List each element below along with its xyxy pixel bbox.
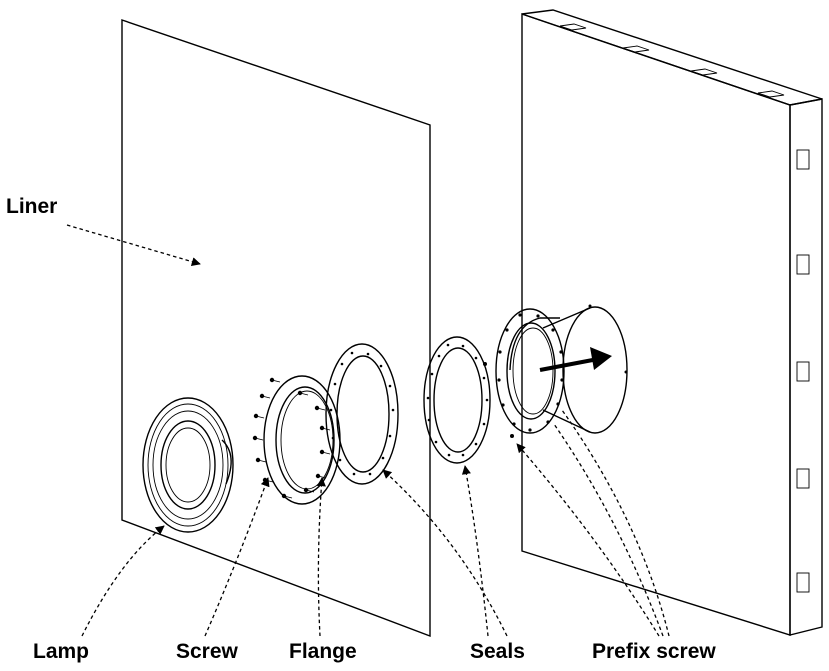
flange-part — [252, 375, 341, 505]
seal-left — [325, 343, 399, 485]
seal-right — [423, 336, 491, 464]
label-screw: Screw — [176, 640, 238, 663]
liner-panel — [121, 19, 431, 638]
label-liner: Liner — [6, 195, 58, 218]
label-seals: Seals — [470, 640, 525, 663]
insertion-arrow — [539, 347, 612, 372]
wall-side-openings — [796, 149, 810, 593]
wall-top-openings — [559, 23, 785, 98]
label-prefix-screw: Prefix screw — [592, 640, 716, 663]
label-lamp: Lamp — [33, 640, 90, 663]
lamp-part — [142, 397, 234, 533]
wall-block — [521, 9, 823, 636]
prefix-housing — [483, 304, 628, 438]
leader-lines — [66, 224, 670, 637]
label-flange: Flange — [289, 640, 357, 663]
